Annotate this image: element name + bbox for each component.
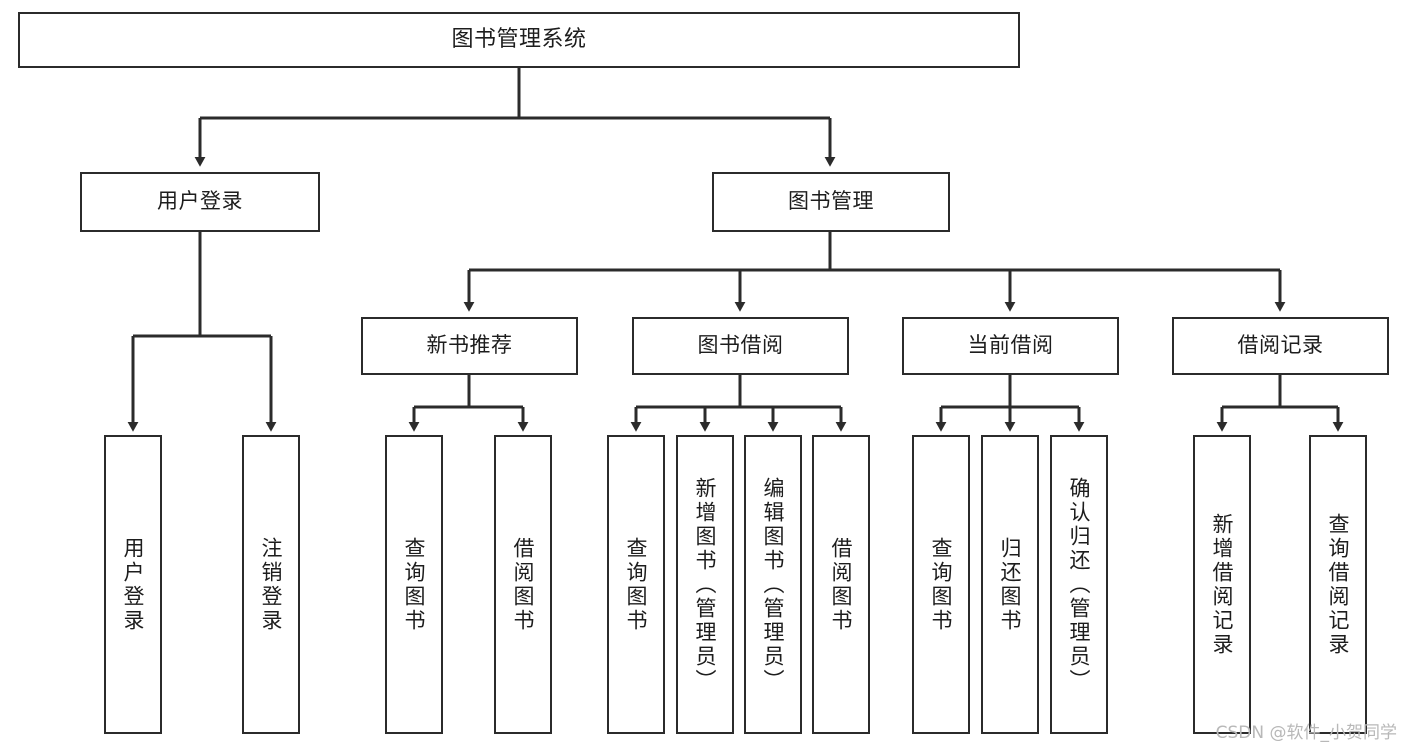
- node-new-book-recommend[interactable]: 新书推荐: [361, 317, 578, 375]
- node-label: 用户登录: [157, 189, 243, 214]
- node-label: 新增图书（管理员）: [693, 476, 718, 693]
- leaf-query-books-newbook[interactable]: 查询图书: [385, 435, 443, 734]
- node-current-borrow[interactable]: 当前借阅: [902, 317, 1119, 375]
- leaf-query-books-borrow[interactable]: 查询图书: [607, 435, 665, 734]
- node-label: 查询借阅记录: [1326, 512, 1351, 657]
- leaf-logout[interactable]: 注销登录: [242, 435, 300, 734]
- node-label: 借阅图书: [511, 536, 536, 633]
- node-book-management[interactable]: 图书管理: [712, 172, 950, 232]
- node-label: 确认归还（管理员）: [1067, 476, 1092, 693]
- node-label: 新书推荐: [426, 333, 513, 358]
- leaf-add-borrow-record[interactable]: 新增借阅记录: [1193, 435, 1251, 734]
- node-root-book-management-system[interactable]: 图书管理系统: [18, 12, 1020, 68]
- node-label: 查询图书: [929, 536, 954, 633]
- node-label: 新增借阅记录: [1210, 512, 1235, 657]
- leaf-borrow-books-borrow[interactable]: 借阅图书: [812, 435, 870, 734]
- leaf-return-books[interactable]: 归还图书: [981, 435, 1039, 734]
- node-label: 图书管理: [788, 189, 874, 214]
- leaf-query-borrow-record[interactable]: 查询借阅记录: [1309, 435, 1367, 734]
- node-label: 归还图书: [998, 536, 1023, 633]
- node-label: 注销登录: [259, 536, 284, 633]
- csdn-watermark: CSDN @软件_小贺同学: [1215, 723, 1397, 743]
- leaf-add-book-admin[interactable]: 新增图书（管理员）: [676, 435, 734, 734]
- node-borrow-records[interactable]: 借阅记录: [1172, 317, 1389, 375]
- node-label: 编辑图书（管理员）: [761, 476, 786, 693]
- node-user-login[interactable]: 用户登录: [80, 172, 320, 232]
- leaf-borrow-books-newbook[interactable]: 借阅图书: [494, 435, 552, 734]
- node-label: 查询图书: [402, 536, 427, 633]
- node-label: 图书管理系统: [451, 26, 587, 52]
- leaf-user-login[interactable]: 用户登录: [104, 435, 162, 734]
- leaf-query-books-current[interactable]: 查询图书: [912, 435, 970, 734]
- node-label: 借阅记录: [1237, 333, 1324, 358]
- node-label: 图书借阅: [697, 333, 784, 358]
- node-label: 用户登录: [121, 536, 146, 633]
- leaf-confirm-return-admin[interactable]: 确认归还（管理员）: [1050, 435, 1108, 734]
- node-label: 当前借阅: [967, 333, 1054, 358]
- node-label: 查询图书: [624, 536, 649, 633]
- leaf-edit-book-admin[interactable]: 编辑图书（管理员）: [744, 435, 802, 734]
- node-book-borrow[interactable]: 图书借阅: [632, 317, 849, 375]
- node-label: 借阅图书: [829, 536, 854, 633]
